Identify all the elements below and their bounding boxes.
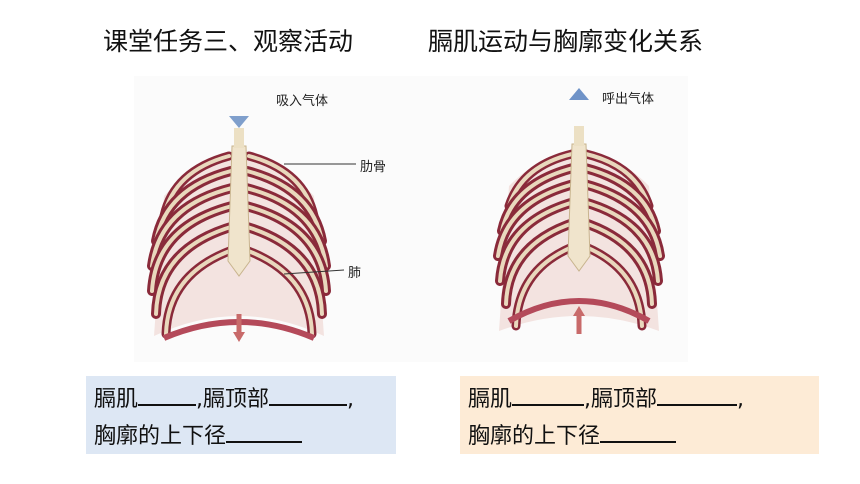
inhale-blank-diameter[interactable] [226,417,303,443]
left-ribcage [147,102,356,342]
right-ribcage [493,88,665,334]
exhale-text-diameter: 胸廓的上下径 [468,424,601,449]
inhale-line-1: 膈肌 ,膈顶部, [94,380,388,417]
slide-title: 课堂任务三、观察活动 膈肌运动与胸廓变化关系 [0,22,860,62]
exhale-text-dome: ,膈顶部 [584,387,658,412]
inhale-answer-box: 膈肌 ,膈顶部, 胸廓的上下径 [86,376,396,454]
inhale-text-dome: ,膈顶部 [196,387,270,412]
caption-exhale: 呼出气体 [602,92,655,107]
exhale-answer-box: 膈肌 ,膈顶部, 胸廓的上下径 [460,376,819,454]
exhale-text-diaphragm: 膈肌 [468,387,513,412]
ribcage-figure: 吸入气体 肋骨 肺 呼出气体 [134,76,688,362]
inhale-blank-dome[interactable] [269,380,348,406]
inhale-text-comma: , [347,387,355,412]
inhale-line-2: 胸廓的上下径 [94,417,388,454]
exhale-blank-dome[interactable] [657,380,738,406]
caption-lung: 肺 [348,266,362,281]
title-task: 课堂任务三、观察活动 [103,27,354,56]
exhale-line-1: 膈肌 ,膈顶部, [468,380,811,417]
exhale-text-comma: , [737,387,745,412]
inhale-blank-diaphragm[interactable] [138,380,197,406]
ribcage-illustration [147,88,665,342]
exhale-line-2: 胸廓的上下径 [468,417,811,454]
caption-inhale: 吸入气体 [276,94,329,109]
exhale-blank-diameter[interactable] [600,417,677,443]
exhale-blank-diaphragm[interactable] [512,380,585,406]
inhale-text-diaphragm: 膈肌 [94,387,139,412]
title-topic: 膈肌运动与胸廓变化关系 [428,27,704,56]
inhale-text-diameter: 胸廓的上下径 [94,424,227,449]
caption-rib: 肋骨 [360,160,387,175]
